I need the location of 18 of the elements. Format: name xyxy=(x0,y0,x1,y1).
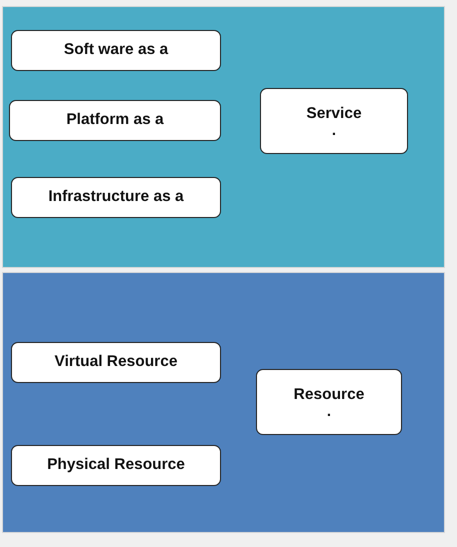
box-label: Service xyxy=(306,104,362,124)
label-box xyxy=(11,177,221,218)
panel-background xyxy=(2,6,445,268)
box-label: Resource xyxy=(294,386,364,405)
label-box xyxy=(260,88,408,154)
panel-background xyxy=(2,272,445,533)
box-label: Soft ware as a xyxy=(64,41,168,60)
label-box xyxy=(11,30,221,71)
box-label: Virtual Resource xyxy=(54,353,178,372)
box-label: Physical Resource xyxy=(47,456,185,475)
label-box xyxy=(9,100,221,141)
dot-mark: . xyxy=(332,124,336,138)
label-box xyxy=(11,445,221,486)
label-box xyxy=(11,342,221,383)
label-box xyxy=(256,369,402,435)
box-label: Platform as a xyxy=(66,111,164,130)
box-label: Infrastructure as a xyxy=(48,188,184,207)
dot-mark: . xyxy=(326,404,332,418)
